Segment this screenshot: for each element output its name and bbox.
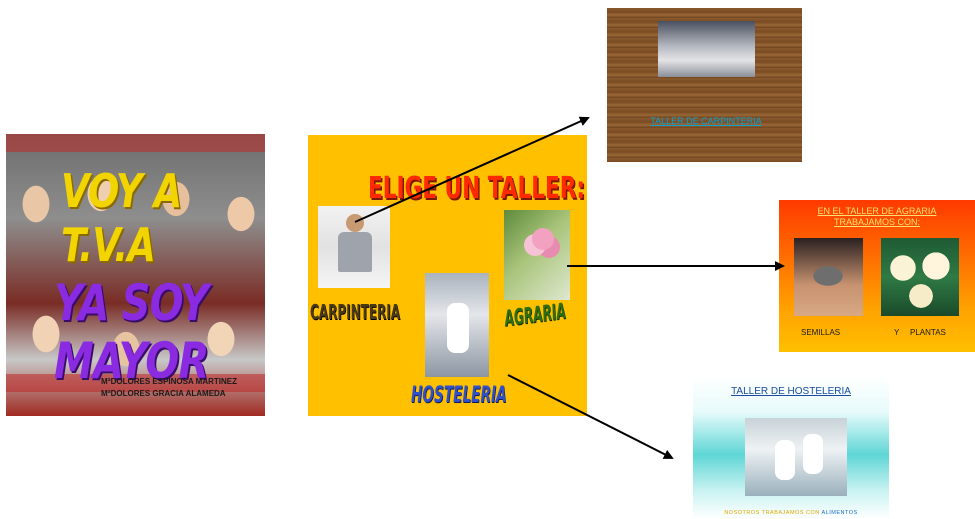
- agriculture-caption: EN EL TALLER DE AGRARIA TRABAJAMOS CON:: [779, 206, 975, 228]
- hospitality-label[interactable]: HOSTELERIA: [411, 383, 507, 408]
- carpentry-slide: TALLER DE CARPINTERIA: [607, 8, 802, 162]
- arrow-to-hospitality: [507, 374, 674, 459]
- carpentry-photo[interactable]: [318, 206, 390, 288]
- footer-highlight: ALIMENTOS: [821, 510, 858, 516]
- arrow-to-carpentry: [354, 116, 590, 223]
- decor-stripe: [6, 134, 265, 152]
- cover-title-line2: YA SOY MAYOR: [54, 274, 209, 390]
- agriculture-slide: EN EL TALLER DE AGRARIA TRABAJAMOS CON: …: [779, 200, 975, 352]
- hospitality-caption: TALLER DE HOSTELERIA: [731, 386, 851, 397]
- kitchen-photo: [745, 418, 847, 496]
- cover-authors: MªDOLORES ESPINOSA MARTINEZ MªDOLORES GR…: [101, 376, 237, 400]
- plants-label: PLANTAS: [910, 328, 946, 337]
- workshop-photo: [658, 21, 755, 77]
- carpentry-caption[interactable]: TALLER DE CARPINTERIA: [650, 116, 762, 126]
- agriculture-photo[interactable]: [504, 210, 570, 300]
- agriculture-caption-line2: TRABAJAMOS CON:: [833, 217, 920, 227]
- footer-text: NOSOTROS TRABAJAMOS CON: [724, 510, 820, 516]
- seeds-photo: [794, 238, 863, 316]
- cover-slide: VOY A T.V.A YA SOY MAYOR MªDOLORES ESPIN…: [6, 134, 265, 416]
- hospitality-footer: NOSOTROS TRABAJAMOS CON ALIMENTOS: [693, 510, 889, 516]
- cover-title-line1: VOY A T.V.A: [61, 164, 182, 272]
- hospitality-photo[interactable]: [425, 273, 489, 377]
- roses-photo: [881, 238, 959, 316]
- author-2: MªDOLORES GRACIA ALAMEDA: [101, 389, 226, 398]
- decor-stripe: [6, 374, 265, 392]
- and-label: Y: [894, 328, 900, 337]
- seeds-label: SEMILLAS: [801, 328, 841, 337]
- agriculture-caption-line1: EN EL TALLER DE AGRARIA: [817, 206, 937, 216]
- carpentry-label[interactable]: CARPINTERIA: [310, 300, 401, 324]
- hospitality-slide: TALLER DE HOSTELERIA NOSOTROS TRABAJAMOS…: [693, 376, 889, 519]
- author-1: MªDOLORES ESPINOSA MARTINEZ: [101, 377, 238, 386]
